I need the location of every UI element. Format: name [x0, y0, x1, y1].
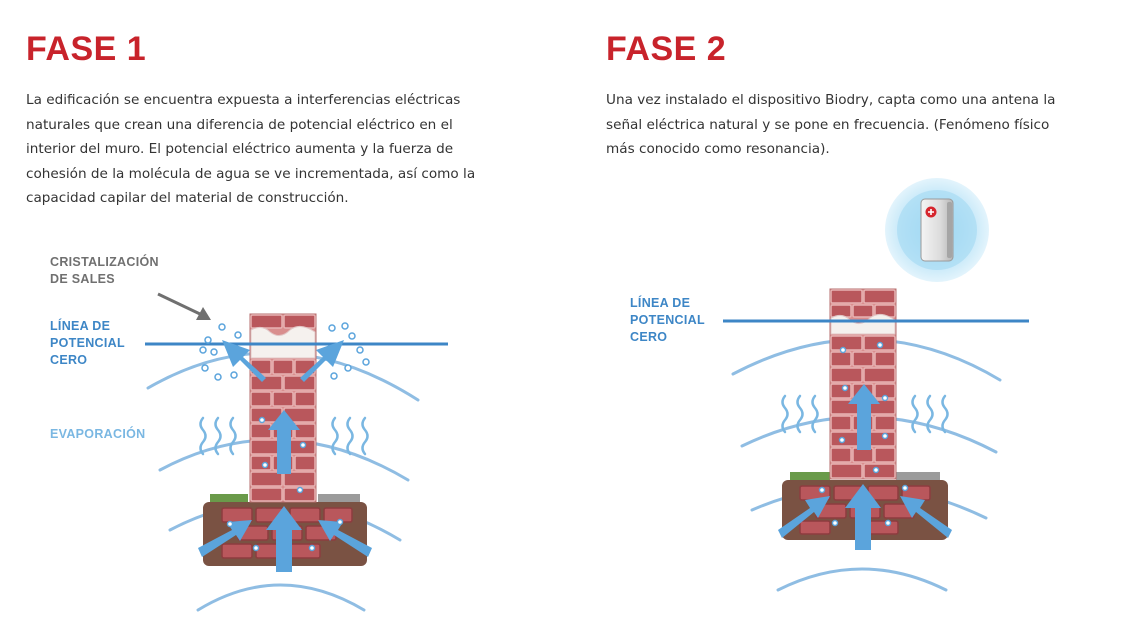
phase1-description: La edificación se encuentra expuesta a i… [26, 92, 476, 206]
phase2-title: FASE 2 [606, 30, 727, 68]
arrow-up-icon [848, 384, 880, 450]
salts-pointer-arrow [157, 292, 211, 320]
arrow-in-right-icon [778, 496, 830, 538]
arrow-up-icon [266, 506, 302, 572]
phase1-salt-bubbles [199, 322, 370, 381]
phase2-zero-label-line2: POTENCIAL [630, 313, 705, 327]
grass [210, 494, 248, 504]
phase2-zero-label-line1: LÍNEA DE [630, 295, 690, 310]
arrow-up-icon [845, 484, 881, 550]
phase2-diagram: LÍNEA DE POTENCIAL CERO [630, 178, 1029, 592]
field-arc [196, 583, 366, 612]
pavement [896, 472, 940, 482]
phase2-moisture-arrows [778, 384, 952, 550]
phase1-title: FASE 1 [26, 30, 147, 68]
phase2-evaporation-waves [781, 394, 949, 434]
arrow-in-right-icon [198, 520, 252, 557]
pavement [318, 494, 360, 504]
phase2-brick-wall [829, 288, 897, 480]
salts-label-line1: CRISTALIZACIÓN [50, 254, 159, 269]
phase2-zero-label-line3: CERO [630, 330, 667, 344]
arrow-up-left-icon [222, 340, 266, 382]
field-arc [776, 567, 948, 592]
evaporation-label: EVAPORACIÓN [50, 426, 145, 441]
phase1-evaporation-waves [199, 416, 369, 456]
phase1-zero-label-line1: LÍNEA DE [50, 318, 110, 333]
phase1-diagram: CRISTALIZACIÓN DE SALES LÍNEA DE POTENCI… [50, 254, 448, 612]
phase2-description: Una vez instalado el dispositivo Biodry,… [606, 92, 1056, 157]
biodry-device-icon [885, 178, 989, 282]
phase1-moisture-arrows [198, 340, 372, 572]
arrow-up-icon [268, 410, 300, 474]
phase1-zero-label-line3: CERO [50, 353, 87, 367]
arrow-in-left-icon [900, 496, 952, 538]
salts-label-line2: DE SALES [50, 272, 115, 286]
phase1-zero-label-line2: POTENCIAL [50, 336, 125, 350]
arrow-in-left-icon [318, 520, 372, 557]
grass [790, 472, 830, 482]
salt-band [250, 326, 316, 359]
arrow-up-right-icon [300, 340, 344, 382]
